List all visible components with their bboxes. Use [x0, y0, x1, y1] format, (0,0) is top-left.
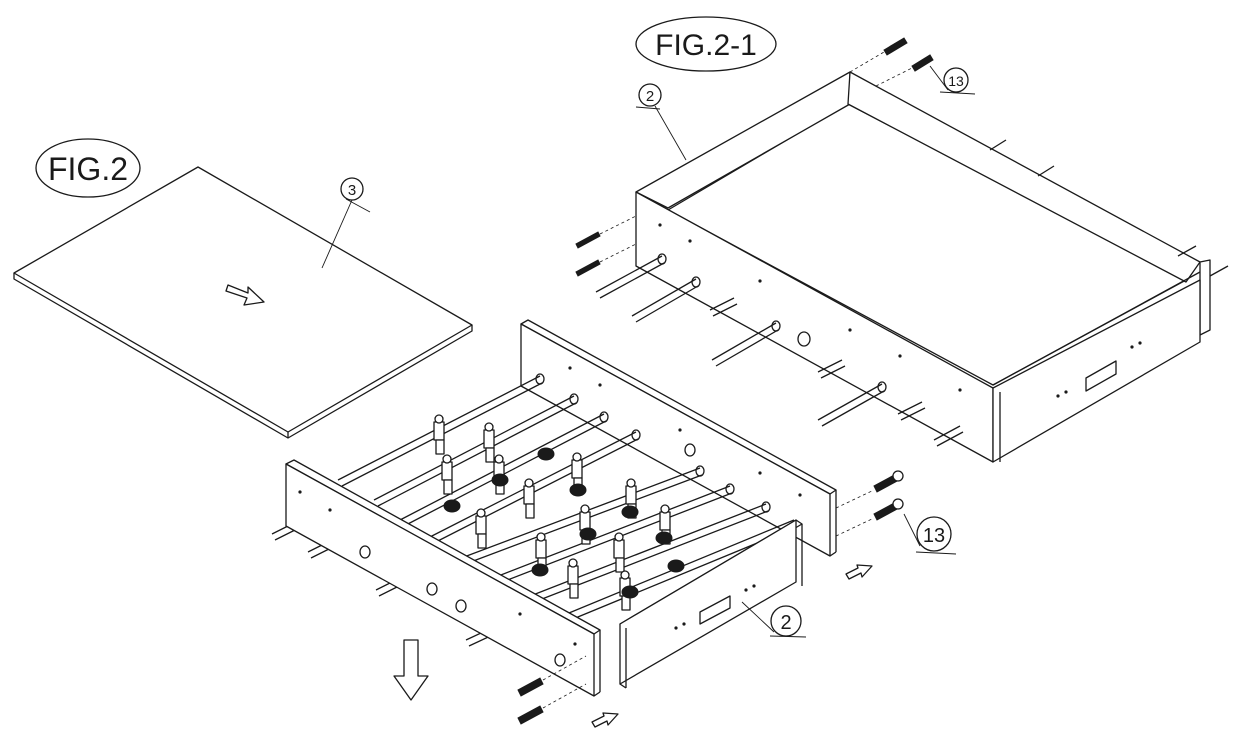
- arrow-down-icon: [393, 639, 429, 701]
- arrow-right-icon: [225, 284, 265, 306]
- callout-part-13-top-text: 13: [948, 73, 964, 89]
- rod-icon: [595, 139, 1229, 447]
- callout-part-2-top: 2: [635, 83, 687, 161]
- screws-bottom-right: [835, 470, 904, 537]
- callout-part-13-bottom-text: 13: [923, 525, 945, 547]
- fig2-label: FIG.2: [35, 138, 141, 198]
- callout-part-2-bottom-text: 2: [780, 612, 791, 634]
- screw-icon: [575, 215, 637, 277]
- arrow-small-icon: [845, 564, 873, 580]
- frame-bottom: [271, 319, 837, 697]
- screw-icon: [517, 655, 587, 725]
- cabinet-top: [575, 71, 1229, 463]
- arrow-small-icon: [591, 712, 619, 728]
- screw-icon: [849, 37, 934, 87]
- screws-bottom-left: [517, 655, 587, 725]
- screw-icon: [835, 470, 904, 537]
- callout-part-3: 3: [321, 177, 371, 269]
- player-figure-icon: [433, 414, 685, 611]
- screws-top-right: [849, 37, 934, 87]
- callout-part-3-text: 3: [348, 182, 356, 199]
- playfield-board: [13, 166, 473, 439]
- callout-part-2-bottom: 2: [741, 601, 807, 638]
- fig21-label-text: FIG.2-1: [655, 29, 757, 62]
- callout-part-2-top-text: 2: [646, 88, 654, 105]
- fig21-label: FIG.2-1: [635, 16, 777, 72]
- callout-part-13-top: 13: [929, 65, 976, 95]
- callout-part-13-bottom: 13: [903, 513, 957, 555]
- fig2-label-text: FIG.2: [48, 151, 128, 187]
